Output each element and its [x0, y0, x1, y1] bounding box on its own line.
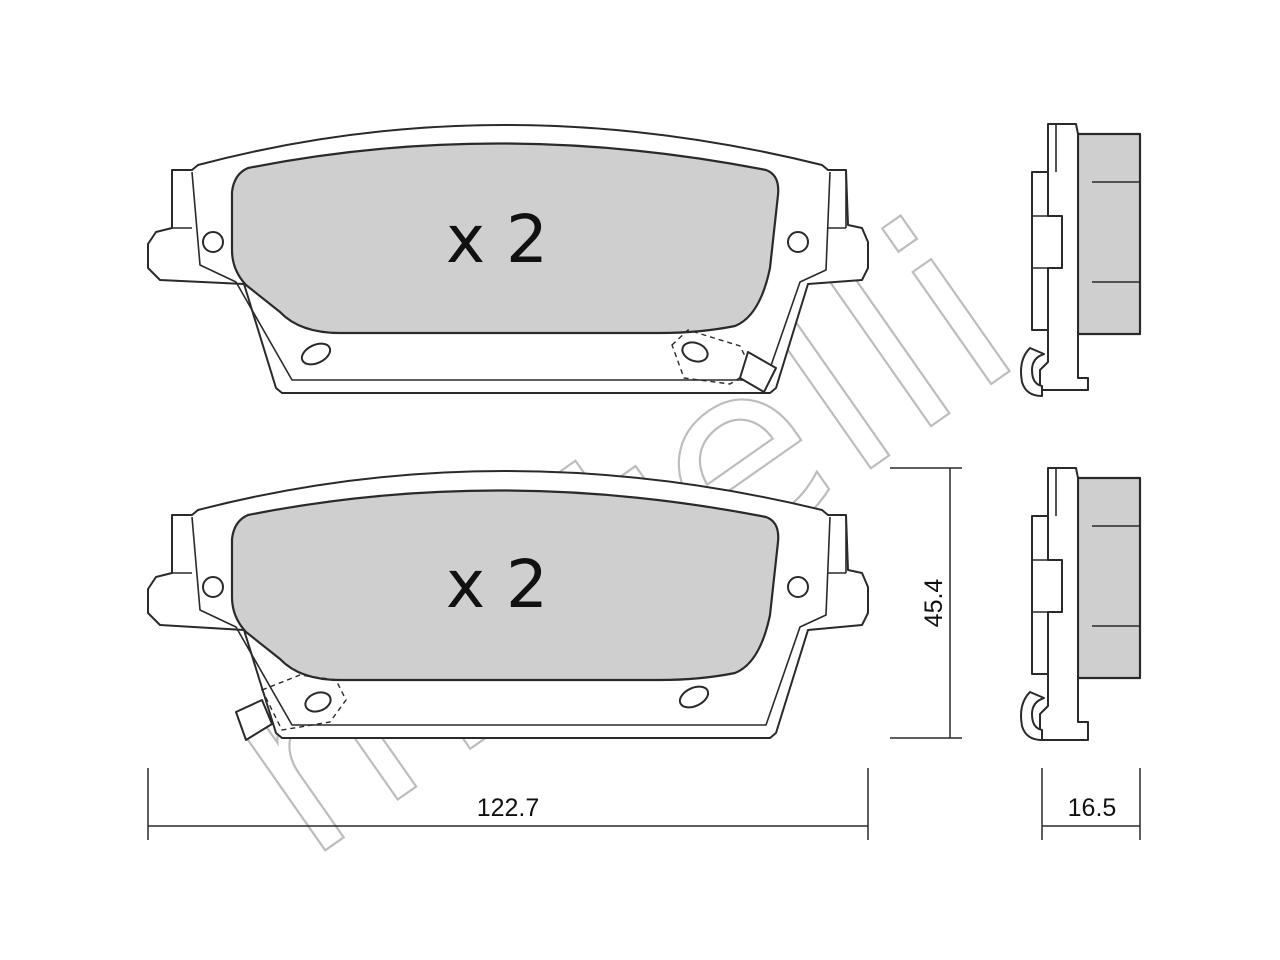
thickness-dimension-label: 16.5: [1068, 794, 1117, 822]
top-pad-front-view: x 2: [147, 124, 869, 394]
bottom-pad-friction-lining: [230, 489, 780, 682]
top-pad-left-pin-hole: [202, 231, 224, 253]
bottom-pad-wear-indicator: [235, 674, 347, 741]
bottom-pad-right-pin-hole: [787, 576, 809, 598]
top-side-lining: [1076, 132, 1142, 336]
bottom-side-lining: [1076, 476, 1142, 680]
width-dimension-label: 122.7: [477, 794, 540, 822]
top-pad-left-tab: [171, 170, 192, 229]
top-pad-right-pin-hole: [787, 231, 809, 253]
bottom-pad-left-pin-hole: [202, 576, 224, 598]
bottom-pad-front-view: x 2: [147, 470, 869, 741]
thickness-dimension: 16.5: [1041, 768, 1141, 840]
bottom-side-backing-plate: [1039, 467, 1089, 741]
bottom-pad-oval-slot: [678, 685, 710, 709]
bottom-pad-plate-edge: [191, 516, 831, 726]
top-side-clip-lines: [1032, 124, 1062, 269]
bottom-pad-left-tab: [171, 515, 192, 574]
top-pad-side-view: [1020, 123, 1142, 397]
bottom-side-clip-lines: [1032, 468, 1062, 613]
top-side-spring: [1020, 347, 1045, 397]
bottom-pad-side-view: [1020, 467, 1142, 741]
top-pad-wear-indicator: [671, 329, 777, 393]
bottom-side-spring: [1020, 691, 1045, 741]
width-dimension: 122.7: [147, 768, 869, 840]
top-pad-quantity-label: x 2: [446, 201, 548, 278]
bottom-pad-right-tab: [828, 515, 847, 574]
top-pad-friction-lining: [230, 142, 780, 335]
height-dimension-label: 45.4: [920, 579, 948, 628]
bottom-pad-quantity-label: x 2: [446, 546, 548, 623]
top-pad-right-tab: [828, 170, 847, 229]
top-pad-oval-slot: [300, 342, 332, 366]
height-dimension: 45.4: [890, 467, 962, 739]
top-side-grooves: [1092, 181, 1140, 283]
bottom-side-grooves: [1092, 525, 1140, 627]
top-pad-plate-edge: [191, 171, 831, 381]
top-side-backing-plate: [1039, 123, 1089, 391]
